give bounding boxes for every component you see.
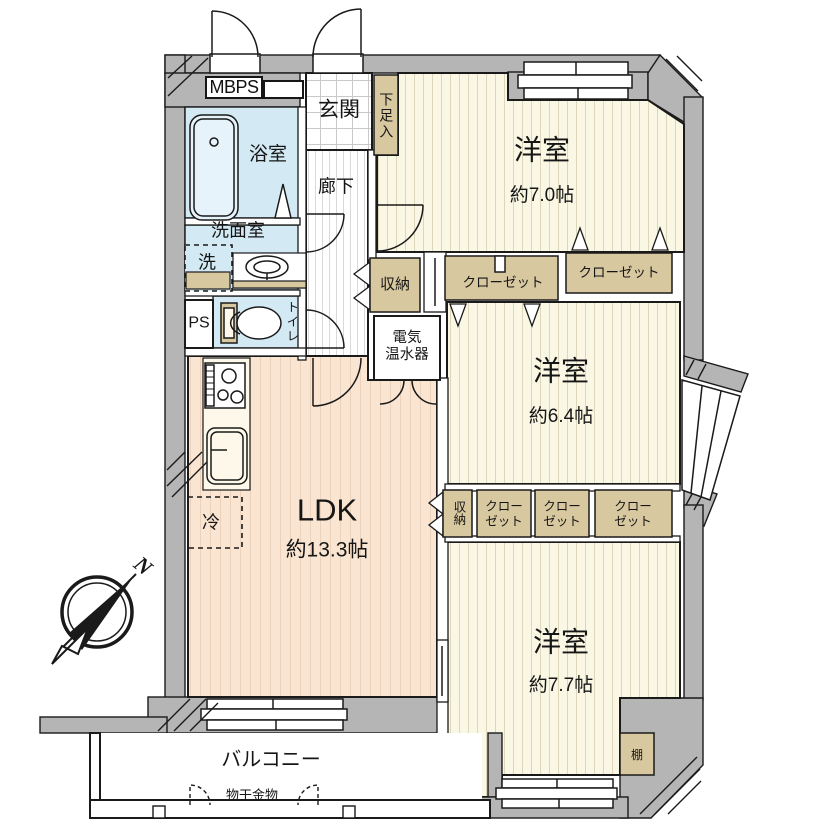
bedroom-1-size: 約7.0帖 — [509, 184, 575, 206]
partition-hall-right — [367, 149, 377, 261]
partitions — [184, 106, 681, 801]
window-ldk-balcony — [200, 698, 348, 731]
pipe-space-label: PS — [188, 314, 210, 332]
door-bedroom2-sliding — [423, 251, 447, 313]
meter-box-blank — [263, 80, 304, 99]
shelf-box — [619, 732, 655, 776]
water-heater-label: 電気 温水器 — [385, 329, 429, 363]
door-bedroom3-sliding — [436, 639, 449, 703]
door-toilet — [305, 309, 345, 349]
closet-b2-label: クロー ゼット — [543, 499, 581, 528]
ldk-storage-label: 収納 — [451, 500, 466, 526]
fixtures — [184, 114, 319, 806]
wall-hatches — [157, 55, 707, 815]
bedroom-1-name: 洋室 — [513, 134, 571, 166]
balcony-structure — [89, 732, 491, 819]
balcony-fence-bottom — [89, 799, 491, 819]
balcony-fence-notch-2 — [342, 805, 356, 819]
meter-box-label: MBPS — [209, 77, 259, 97]
compass — [51, 573, 137, 665]
entrance-label: 玄関 — [318, 98, 360, 122]
closet-b1-box — [476, 489, 532, 538]
closet-b1-label: クロー ゼット — [485, 499, 523, 528]
partition-bath-washroom — [184, 217, 301, 226]
wall-bay-top — [683, 355, 749, 393]
doors — [209, 8, 669, 703]
bedroom-2-name: 洋室 — [532, 355, 590, 387]
pipe-space-box — [184, 299, 214, 349]
shoe-cabinet-label: 下足入 — [378, 92, 395, 140]
wall-left — [164, 54, 186, 701]
hatch-bottom-left — [157, 698, 219, 732]
meter-box: MBPS — [205, 76, 263, 99]
bedroom-2-size: 約6.4帖 — [528, 405, 594, 427]
wall-right-lower — [683, 504, 704, 701]
ldk-name: LDK — [296, 492, 358, 528]
window-bedroom3-bottom — [495, 778, 618, 809]
closet-b3-label: クロー ゼット — [614, 499, 652, 528]
drying-fixture-label: 物干金物 — [225, 787, 279, 803]
hatch-chamfer-bottom-right — [639, 756, 702, 815]
kitchen-sink-icon — [206, 427, 248, 485]
balcony-fence-notch-1 — [152, 805, 166, 819]
wall-ledge-left — [39, 716, 168, 734]
toilet-icon — [220, 302, 282, 344]
door-washroom — [305, 213, 345, 253]
partition-hall-left — [297, 106, 307, 361]
closet-b3-box — [594, 489, 673, 538]
partition-toilet-ldk — [184, 347, 307, 357]
bedroom-3-size: 約7.7帖 — [528, 674, 594, 696]
door-hall-to-ldk — [312, 357, 362, 407]
wall-right-upper — [683, 96, 704, 361]
hatch-top-left — [167, 55, 209, 97]
hatch-left-mid — [166, 451, 208, 498]
washroom-label: 洗面室 — [211, 220, 265, 241]
toilet-label: トイレ — [284, 300, 299, 344]
partition-washroom-toilet — [184, 289, 301, 297]
refrigerator-label: 冷 — [202, 512, 220, 533]
washroom-sink-icon — [232, 252, 307, 289]
hall-storage-label: 収納 — [379, 276, 411, 294]
hall-storage-box — [369, 257, 421, 313]
balcony-floor — [98, 733, 482, 803]
door-water-heater — [379, 379, 437, 405]
washer-box — [184, 244, 233, 292]
windows — [200, 61, 741, 809]
floors — [184, 72, 685, 798]
bedroom-3-name: 洋室 — [532, 626, 590, 658]
bathroom-label: 浴室 — [248, 143, 288, 165]
door-meter-box — [209, 10, 261, 74]
closet-b2-box — [534, 489, 590, 538]
balcony-label: バルコニー — [221, 749, 321, 772]
stove-icon — [204, 362, 246, 409]
hatch-chamfer-top-right — [665, 55, 703, 92]
closet-a1-label: クローゼット — [462, 275, 544, 291]
closet-a2-label: クローゼット — [578, 265, 660, 281]
hatch-bay — [685, 359, 707, 511]
door-closet-indicators — [449, 226, 669, 328]
closet-a2-box — [565, 252, 673, 294]
bathtub-icon — [189, 114, 239, 221]
door-bathroom-folding — [274, 183, 292, 219]
compass-arrowhead — [51, 627, 89, 665]
water-heater-box — [373, 315, 441, 381]
floor-bedroom-2 — [446, 301, 681, 485]
washer-label: 洗 — [198, 252, 216, 273]
window-bay — [681, 379, 741, 501]
door-entrance — [312, 8, 364, 74]
door-bedroom1 — [376, 204, 424, 252]
closet-a1-notch — [494, 255, 506, 273]
refrigerator-box — [187, 496, 243, 549]
shelf-label: 棚 — [630, 747, 644, 762]
shoe-cabinet-box — [373, 74, 399, 156]
ldk-storage-box — [442, 489, 473, 538]
window-bedroom1-top — [517, 61, 633, 100]
ldk-size: 約13.3帖 — [285, 538, 369, 562]
hallway-label: 廊下 — [318, 176, 354, 197]
